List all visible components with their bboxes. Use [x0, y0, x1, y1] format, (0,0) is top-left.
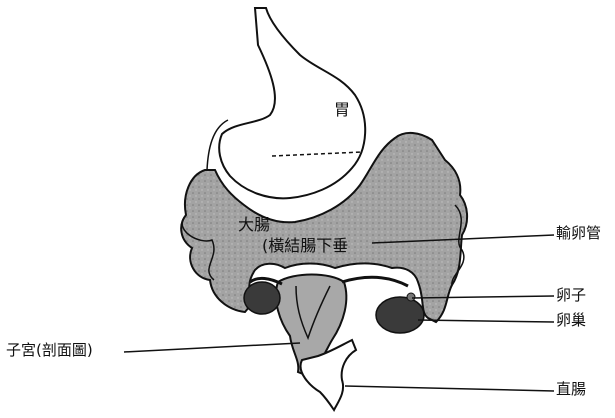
- label-transverse-colon: (橫結腸下垂: [262, 238, 348, 254]
- ovary-left: [244, 282, 280, 314]
- leader-uterus: [124, 343, 300, 352]
- ovary-right: [376, 297, 424, 333]
- label-ovary: 卵巢: [556, 313, 586, 328]
- label-large-intestine: 大腸: [238, 217, 270, 233]
- leader-rectum: [345, 386, 554, 391]
- ovum-dot: [407, 293, 415, 301]
- label-stomach: 胃: [334, 102, 350, 118]
- leader-ovary: [418, 320, 554, 322]
- label-rectum: 直腸: [556, 382, 586, 397]
- label-fallopian-tube: 輸卵管: [556, 226, 601, 241]
- label-uterus-section: 子宮(剖面圖): [6, 343, 93, 358]
- label-ovum: 卵子: [556, 288, 586, 303]
- fallopian-tube-right: [342, 277, 408, 286]
